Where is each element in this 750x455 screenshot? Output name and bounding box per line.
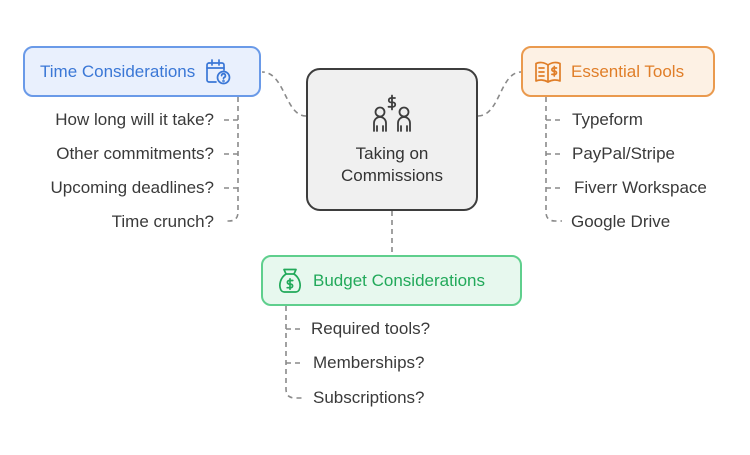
budget-considerations-node: Budget Considerations (261, 255, 522, 306)
connector-time-branch (224, 97, 239, 222)
time-item: Other commitments? (56, 144, 214, 163)
time-item: How long will it take? (55, 110, 214, 129)
tools-item: Fiverr Workspace (574, 178, 707, 197)
tools-item: Typeform (572, 110, 643, 129)
center-title-line1: Taking on (355, 143, 429, 163)
time-item: Upcoming deadlines? (50, 178, 215, 197)
essential-tools-title: Essential Tools (571, 61, 685, 81)
people-money-icon (369, 93, 415, 139)
connector-budget-branch (285, 306, 302, 399)
time-item: Time crunch? (111, 212, 214, 231)
center-node: Taking on Commissions (306, 68, 478, 211)
time-considerations-title: Time Considerations (40, 61, 196, 81)
book-dollar-icon (533, 57, 563, 87)
tools-item: PayPal/Stripe (572, 144, 675, 163)
connector-tools-branch (545, 97, 562, 222)
budget-item: Memberships? (313, 353, 425, 372)
essential-tools-node: Essential Tools (521, 46, 715, 97)
center-title-line2: Commissions (340, 165, 444, 185)
calendar-clock-icon (203, 57, 233, 87)
tools-item: Google Drive (571, 212, 671, 231)
time-considerations-node: Time Considerations (23, 46, 261, 97)
connector-center-time (261, 71, 307, 117)
budget-considerations-title: Budget Considerations (313, 270, 486, 290)
budget-item: Subscriptions? (313, 388, 425, 407)
money-bag-icon (275, 266, 305, 296)
budget-item: Required tools? (311, 319, 431, 338)
connector-center-tools (477, 71, 522, 117)
